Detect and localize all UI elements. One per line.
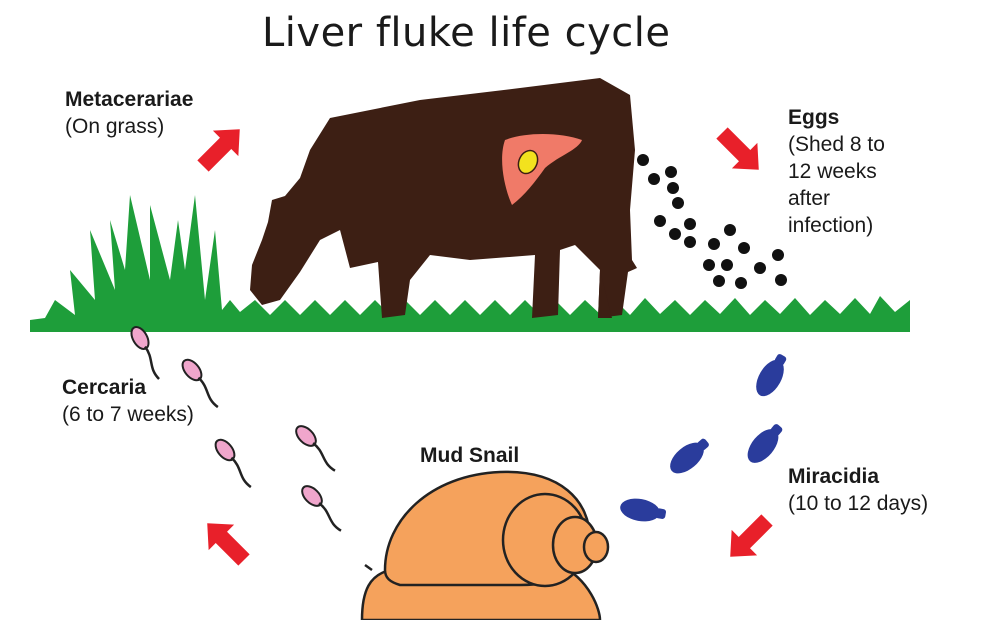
stage-detail: (10 to 12 days) [788,492,929,515]
page-title: Liver fluke life cycle [262,10,671,56]
arrow-up-left [207,523,250,566]
mud-snail [360,470,610,620]
stage-name: Miracidia [788,465,880,488]
snail-label: Mud Snail [420,442,519,469]
arrow-down-right [716,127,759,170]
eggs [637,154,787,289]
metacerariae-label: Metacerariae (On grass) [65,86,193,140]
grass [30,195,910,332]
liver [502,134,582,205]
cercaria-label: Cercaria (6 to 7 weeks) [62,374,194,428]
stage-detail: (Shed 8 to [788,133,885,156]
stage-detail: infection) [788,214,874,237]
cercariae [130,326,342,532]
stage-detail: 12 weeks [788,160,877,183]
arrow-down-left [730,514,773,557]
stage-detail: (On grass) [65,115,165,138]
stage-detail: after [788,187,831,210]
cow [250,78,637,318]
stage-name: Cercaria [62,376,147,399]
stage-name: Mud Snail [420,444,520,467]
miracidia-label: Miracidia (10 to 12 days) [788,463,928,517]
stage-name: Metacerariae [65,88,194,111]
stage-name: Eggs [788,106,840,129]
eggs-label: Eggs (Shed 8 to 12 weeks after infection… [788,104,885,239]
miracidia [620,354,787,522]
stage-detail: (6 to 7 weeks) [62,403,194,426]
gallbladder [517,149,539,175]
arrow-up-right [197,129,240,172]
